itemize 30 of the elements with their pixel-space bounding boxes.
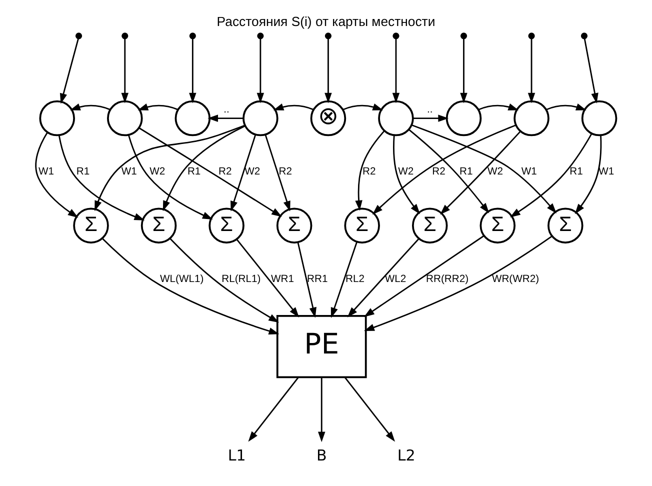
node-text: B (316, 446, 327, 465)
edge-label: W1 (121, 166, 137, 178)
edge-label: .. (224, 104, 230, 116)
edge-label: .. (426, 104, 433, 116)
edge-label: RL2 (346, 274, 365, 285)
edge-label: R2 (432, 166, 446, 178)
edge-label: WL2 (384, 274, 406, 285)
edge-label: R1 (76, 166, 90, 178)
edge-label: W1 (598, 166, 614, 178)
edge-label: W2 (150, 166, 166, 178)
edge-label: W2 (244, 166, 260, 178)
edge-label: R2 (218, 166, 232, 178)
edge-label: R1 (187, 166, 201, 178)
diagram-title: Расстояния S(i) от карты местности (216, 14, 436, 30)
edge-label: R1 (459, 166, 473, 178)
edge-label: R1 (570, 166, 583, 178)
edge-label: WR(WR2) (492, 274, 540, 285)
edge-label: RR1 (307, 274, 328, 285)
edge-label: W1 (38, 166, 54, 178)
node-text: L2 (397, 446, 416, 465)
edge-label: RL(RL1) (222, 274, 261, 285)
edge-label: R2 (278, 166, 292, 178)
edge-label: R2 (362, 166, 376, 178)
edge-label: W1 (521, 166, 537, 178)
edge-label: WL(WL1) (160, 274, 204, 285)
edge-label: WR1 (271, 274, 294, 285)
edge-label: RR(RR2) (426, 274, 469, 285)
edge-label: W2 (488, 166, 504, 178)
node-text: L1 (228, 446, 246, 465)
edge-label: W2 (398, 166, 414, 178)
